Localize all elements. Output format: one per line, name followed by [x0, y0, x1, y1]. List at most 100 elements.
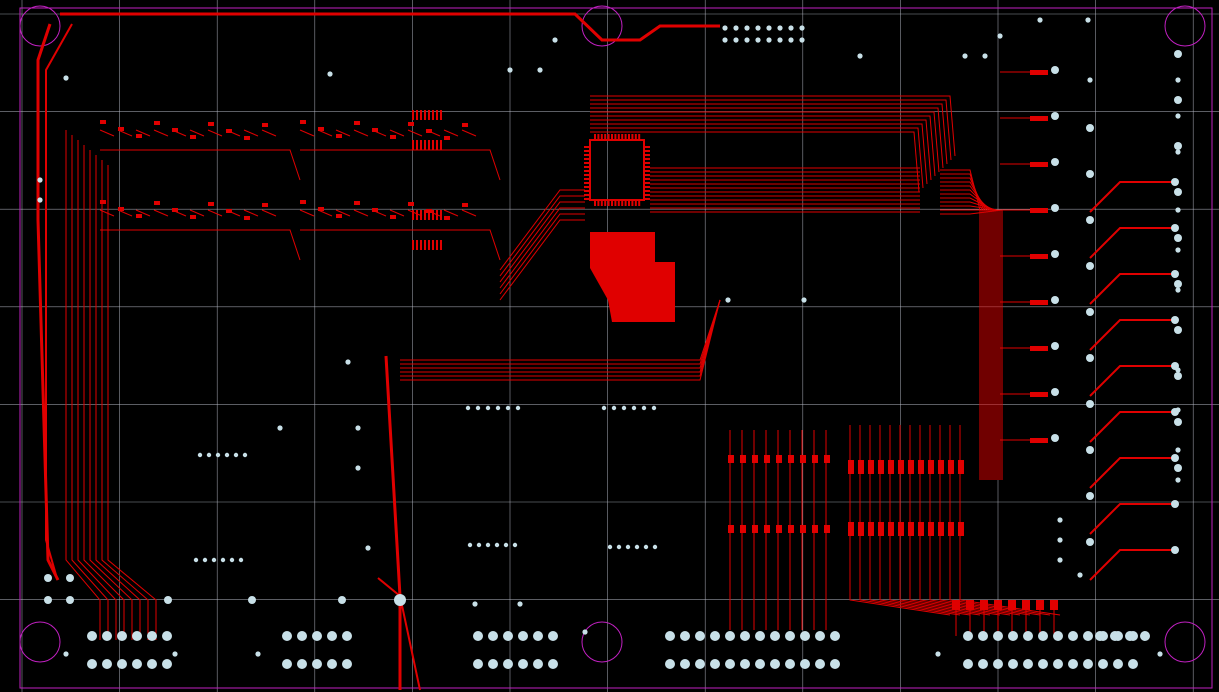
copper-pad [1050, 600, 1058, 610]
copper-pad [1036, 600, 1044, 610]
through-hole-pad [1086, 124, 1094, 132]
via [997, 33, 1003, 39]
through-hole-pad [117, 659, 127, 669]
through-hole-pad [1095, 631, 1105, 641]
copper-pad [372, 128, 378, 132]
through-hole-pad [993, 659, 1003, 669]
copper-pad [100, 200, 106, 204]
copper-pad [800, 455, 806, 463]
through-hole-pad [518, 631, 528, 641]
through-hole-pad [1171, 454, 1179, 462]
copper-pad [634, 200, 637, 206]
through-hole-pad [800, 659, 810, 669]
mount-hole-bottom-mid [581, 621, 623, 663]
copper-pad [600, 134, 603, 140]
through-hole-pad [503, 659, 513, 669]
copper-pad [1030, 346, 1048, 351]
through-hole-pad [1086, 262, 1094, 270]
copper-pad [644, 150, 650, 152]
through-hole-pad [394, 594, 406, 606]
copper-pad [634, 134, 637, 140]
via [621, 405, 627, 411]
through-hole-pad [1051, 296, 1059, 304]
copper-pad [740, 455, 746, 463]
copper-pad [354, 121, 360, 125]
copper-pad [600, 200, 603, 206]
via [733, 37, 739, 43]
trace [243, 209, 259, 217]
copper-pad [318, 127, 324, 131]
copper-pad [226, 209, 232, 213]
trace [940, 197, 995, 480]
trace [590, 103, 948, 165]
copper-pad [918, 522, 924, 536]
via [962, 53, 968, 59]
through-hole-pad [248, 596, 256, 604]
trace [107, 165, 157, 640]
via [515, 405, 521, 411]
via [537, 67, 543, 73]
copper-pad [436, 140, 438, 150]
trace [949, 425, 1051, 616]
through-hole-pad [1171, 178, 1179, 186]
via [37, 197, 43, 203]
through-hole-pad [44, 596, 52, 604]
trace [300, 149, 501, 181]
through-hole-pad [963, 631, 973, 641]
trace [45, 23, 73, 576]
copper-pad [621, 200, 624, 206]
copper-pad [858, 460, 864, 474]
via [552, 37, 558, 43]
copper-pad [644, 162, 650, 164]
trace [261, 129, 277, 137]
via [1175, 149, 1181, 155]
via [744, 25, 750, 31]
through-hole-pad [282, 631, 292, 641]
copper-pad [611, 134, 613, 140]
copper-pad [611, 200, 613, 206]
through-hole-pad [800, 631, 810, 641]
through-hole-pad [963, 659, 973, 669]
trace [353, 209, 369, 217]
through-hole-pad [1008, 631, 1018, 641]
through-hole-pad [87, 631, 97, 641]
copper-pad [938, 460, 944, 474]
through-hole-pad [695, 659, 705, 669]
copper-pad [594, 134, 596, 140]
via [211, 557, 217, 563]
through-hole-pad [297, 659, 307, 669]
copper-pad [607, 200, 610, 206]
via [472, 601, 478, 607]
through-hole-pad [533, 659, 543, 669]
through-hole-pad [680, 659, 690, 669]
copper-pad [752, 525, 758, 533]
via [1175, 113, 1181, 119]
trace [89, 150, 133, 640]
trace [590, 127, 924, 189]
through-hole-pad [1068, 659, 1078, 669]
copper-pad [614, 134, 617, 140]
trace [77, 140, 117, 640]
copper-pad [966, 600, 974, 610]
copper-pad [584, 158, 590, 160]
copper-pad [424, 210, 426, 220]
copper-pad [604, 134, 607, 140]
via [355, 425, 361, 431]
copper-pad [172, 208, 178, 212]
trace [389, 209, 405, 217]
through-hole-pad [1051, 434, 1059, 442]
copper-pad [432, 210, 434, 220]
through-hole-pad [1008, 659, 1018, 669]
through-hole-pad [1068, 631, 1078, 641]
copper-pad [262, 123, 268, 127]
copper-pad [440, 140, 442, 150]
trace [443, 129, 459, 137]
trace [849, 425, 951, 616]
copper-pad [948, 460, 954, 474]
via [1175, 327, 1181, 333]
copper-pad [898, 460, 904, 474]
copper-pad [994, 600, 1002, 610]
trace [389, 129, 405, 137]
